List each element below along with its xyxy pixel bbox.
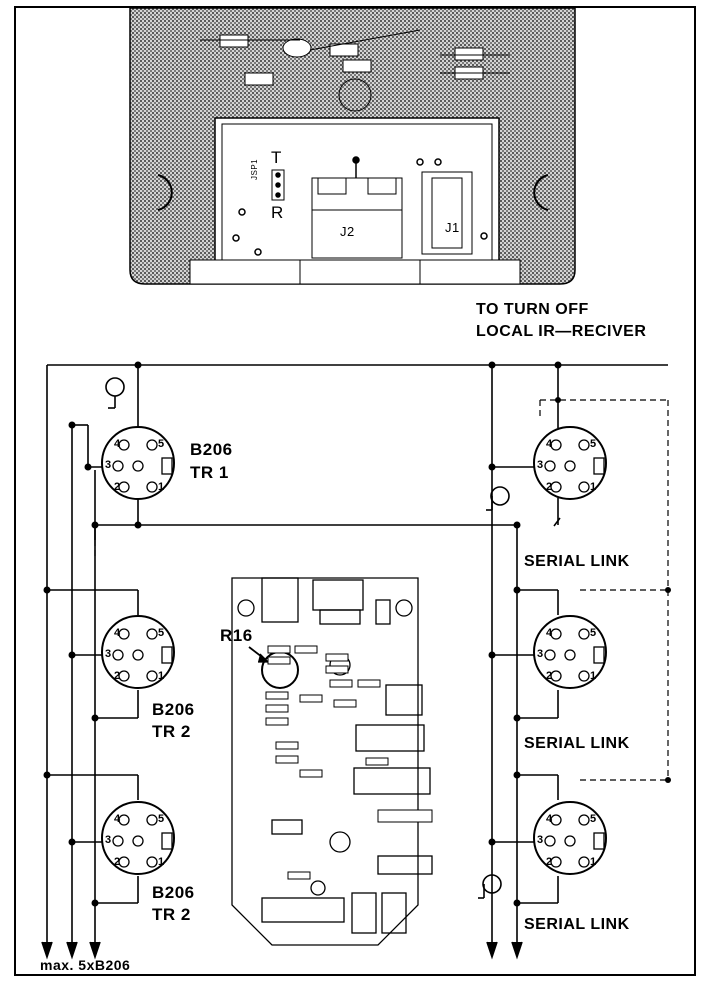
connector-tr2a-tr: TR 2 — [152, 722, 191, 741]
pin-5: 5 — [158, 438, 165, 450]
pin-2: 2 — [114, 856, 121, 868]
pin-4: 4 — [546, 438, 553, 450]
pin-2: 2 — [114, 670, 121, 682]
wiring-lines — [41, 364, 668, 960]
pin-4: 4 — [114, 627, 121, 639]
jumper-t-label: T — [271, 148, 282, 167]
header-line-1: TO TURN OFF — [476, 301, 589, 318]
pin-2: 2 — [114, 481, 121, 493]
din-connector-right-1 — [533, 426, 607, 500]
pin-1: 1 — [590, 670, 597, 682]
pin-5: 5 — [590, 813, 597, 825]
connector-tr1-model: B206 — [190, 440, 233, 459]
pin-1: 1 — [590, 856, 597, 868]
pin-1: 1 — [158, 481, 165, 493]
pcb-components — [265, 645, 433, 880]
pin-1: 1 — [158, 670, 165, 682]
pin-3: 3 — [105, 459, 112, 471]
jumper-r-label: R — [271, 203, 284, 222]
footer-note: max. 5xB206 — [40, 957, 131, 973]
serial-link-label-3: SERIAL LINK — [524, 916, 630, 933]
connector-tr1-tr: TR 1 — [190, 463, 229, 482]
pin-1: 1 — [158, 856, 165, 868]
pin-2: 2 — [546, 856, 553, 868]
pin-5: 5 — [590, 627, 597, 639]
din-connector-left-tr2a — [101, 615, 175, 689]
j1-label: J1 — [445, 220, 460, 235]
serial-link-label-1: SERIAL LINK — [524, 553, 630, 570]
pin-4: 4 — [546, 813, 553, 825]
diagram-frame — [14, 6, 696, 976]
connector-tr2b-tr: TR 2 — [152, 905, 191, 924]
pin-5: 5 — [158, 627, 165, 639]
din-connector-right-2 — [533, 615, 607, 689]
pin-4: 4 — [114, 438, 121, 450]
pin-3: 3 — [537, 459, 544, 471]
pin-2: 2 — [546, 670, 553, 682]
pcb-board — [231, 577, 433, 946]
pin-3: 3 — [537, 648, 544, 660]
housing-board — [129, 7, 576, 285]
connector-tr2a-model: B206 — [152, 700, 195, 719]
header-line-2: LOCAL IR—RECIVER — [476, 323, 647, 340]
din-connector-left-tr2b — [101, 801, 175, 875]
pin-3: 3 — [537, 834, 544, 846]
jumper-id-label: JSP1 — [250, 158, 259, 180]
serial-link-label-2: SERIAL LINK — [524, 735, 630, 752]
pin-1: 1 — [590, 481, 597, 493]
din-connector-left-tr1 — [101, 426, 175, 500]
pin-2: 2 — [546, 481, 553, 493]
pin-4: 4 — [114, 813, 121, 825]
r16-callout: R16 — [220, 626, 253, 645]
pin-5: 5 — [590, 438, 597, 450]
pin-3: 3 — [105, 834, 112, 846]
pin-3: 3 — [105, 648, 112, 660]
junction-dots — [43, 361, 671, 907]
pin-4: 4 — [546, 627, 553, 639]
connector-tr2b-model: B206 — [152, 883, 195, 902]
din-connector-right-3 — [533, 801, 607, 875]
pin-5: 5 — [158, 813, 165, 825]
j2-label: J2 — [340, 224, 355, 239]
